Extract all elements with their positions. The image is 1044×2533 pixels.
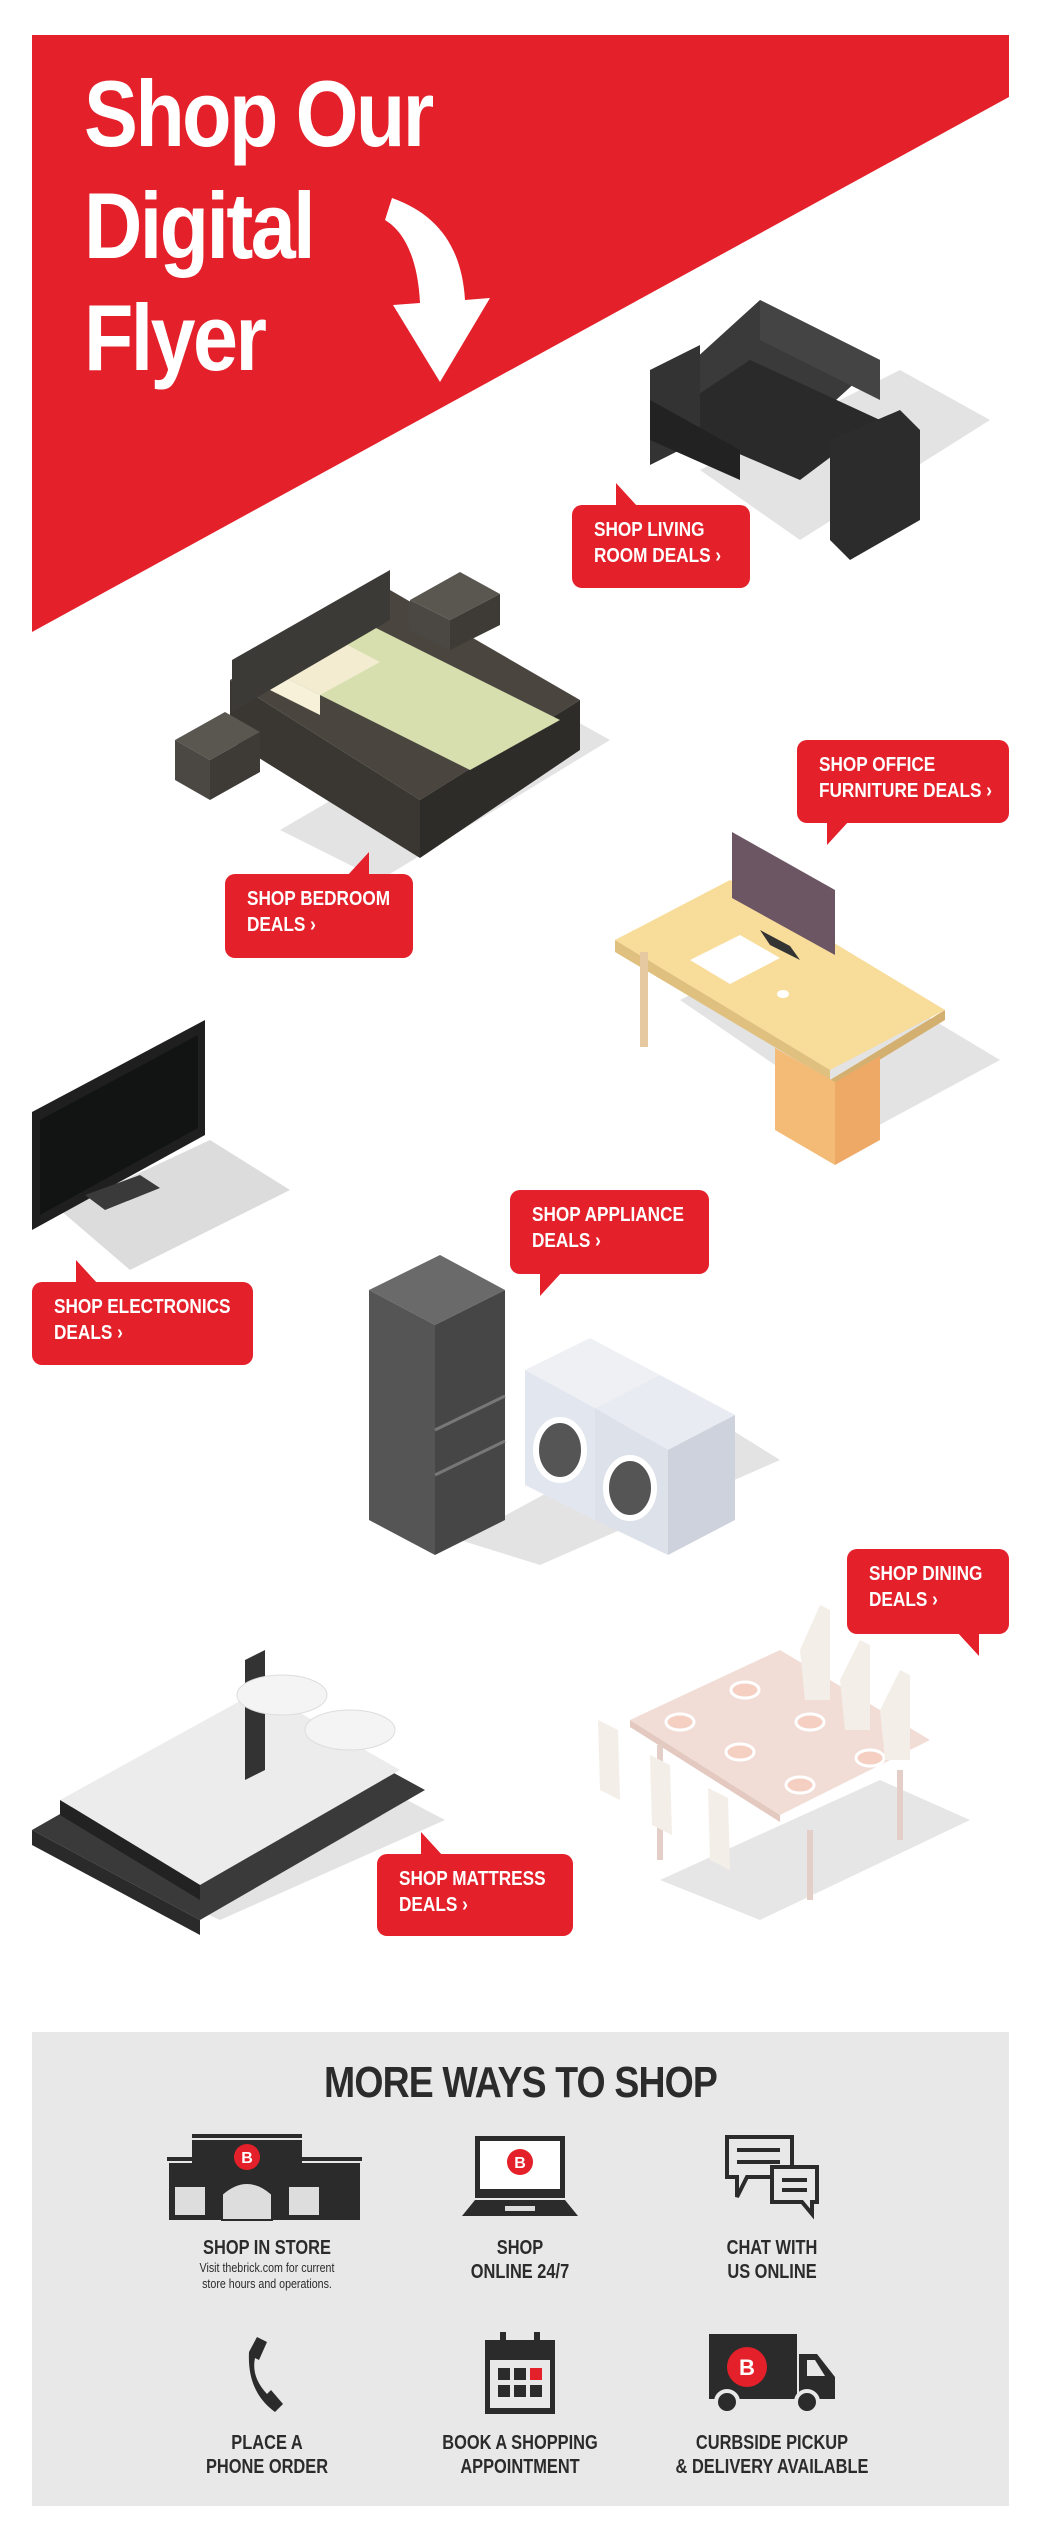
button-label: SHOP MATTRESS	[399, 1868, 546, 1890]
item-label: ONLINE 24/7	[470, 2261, 570, 2283]
dining-set-image[interactable]	[598, 1605, 970, 1920]
section-heading: MORE WAYS TO SHOP	[324, 2058, 718, 2107]
item-label: BOOK A SHOPPING	[442, 2432, 598, 2454]
page-title: Shop Our Digital Flyer	[84, 58, 434, 394]
title-line: Shop Our	[84, 61, 434, 166]
shop-office-furniture-deals-button[interactable]: SHOP OFFICE FURNITURE DEALS ›	[797, 740, 1009, 845]
button-label: SHOP OFFICE	[819, 754, 936, 776]
button-label: DEALS ›	[247, 914, 316, 936]
item-label: APPOINTMENT	[460, 2456, 580, 2478]
tv-image[interactable]	[32, 1020, 290, 1270]
book-appointment-item[interactable]: BOOK A SHOPPING APPOINTMENT	[370, 2332, 670, 2479]
calendar-icon	[485, 2332, 555, 2414]
shop-electronics-deals-button[interactable]: SHOP ELECTRONICS DEALS ›	[32, 1260, 253, 1365]
item-label: CHAT WITH	[726, 2237, 818, 2259]
down-arrow-icon	[385, 198, 490, 382]
more-ways-to-shop-panel: MORE WAYS TO SHOP B SHOP IN STORE Visit …	[32, 2032, 1009, 2506]
button-label: DEALS ›	[869, 1589, 938, 1611]
sofa-image[interactable]	[650, 300, 990, 560]
button-label: FURNITURE DEALS ›	[819, 780, 992, 802]
item-label: SHOP	[496, 2237, 544, 2259]
bubble-tail	[347, 852, 369, 876]
shop-bedroom-deals-button[interactable]: SHOP BEDROOM DEALS ›	[225, 852, 413, 958]
bubble-tail	[421, 1832, 443, 1856]
bubble-tail	[76, 1260, 98, 1284]
bubble-tail	[827, 821, 849, 845]
svg-text:B: B	[241, 2150, 253, 2167]
item-label: PHONE ORDER	[205, 2456, 329, 2478]
item-label: SHOP IN STORE	[203, 2237, 331, 2259]
item-subtext: Visit thebrick.com for current	[199, 2260, 335, 2275]
chat-online-item[interactable]: CHAT WITH US ONLINE	[622, 2132, 922, 2284]
button-label: SHOP BEDROOM	[247, 888, 391, 910]
laptop-icon: B	[462, 2136, 578, 2216]
bed-image[interactable]	[175, 570, 610, 880]
svg-text:B: B	[739, 2355, 755, 2380]
shop-mattress-deals-button[interactable]: SHOP MATTRESS DEALS ›	[377, 1832, 573, 1936]
bubble-tail	[957, 1632, 979, 1656]
button-label: ROOM DEALS ›	[594, 545, 722, 567]
item-subtext: store hours and operations.	[202, 2276, 332, 2291]
shop-in-store-item[interactable]: B SHOP IN STORE Visit thebrick.com for c…	[117, 2132, 417, 2292]
curbside-delivery-item[interactable]: B CURBSIDE PICKUP & DELIVERY AVAILABLE	[622, 2332, 922, 2479]
phone-order-item[interactable]: PLACE A PHONE ORDER	[117, 2332, 417, 2479]
office-desk-image[interactable]	[615, 832, 1000, 1165]
item-label: CURBSIDE PICKUP	[695, 2432, 849, 2454]
button-label: SHOP ELECTRONICS	[54, 1296, 231, 1318]
button-label: SHOP LIVING	[594, 519, 705, 541]
shop-dining-deals-button[interactable]: SHOP DINING DEALS ›	[847, 1549, 1009, 1656]
appliances-image[interactable]	[369, 1255, 780, 1565]
bubble-tail	[616, 483, 638, 507]
item-label: US ONLINE	[727, 2261, 817, 2283]
delivery-truck-icon: B	[709, 2334, 835, 2415]
phone-icon	[248, 2337, 283, 2412]
bubble-tail	[540, 1272, 562, 1296]
mattress-image[interactable]	[32, 1650, 445, 1935]
title-line: Digital	[84, 173, 316, 278]
button-label: DEALS ›	[532, 1230, 601, 1252]
store-icon: B	[167, 2134, 362, 2221]
title-line: Flyer	[84, 285, 267, 390]
shop-online-item[interactable]: B SHOP ONLINE 24/7	[370, 2132, 670, 2284]
item-label: PLACE A	[231, 2432, 303, 2454]
button-label: SHOP APPLIANCE	[532, 1204, 684, 1226]
svg-text:B: B	[514, 2155, 526, 2172]
shop-appliance-deals-button[interactable]: SHOP APPLIANCE DEALS ›	[510, 1190, 709, 1296]
furniture-illustrations	[32, 300, 1000, 1935]
button-label: SHOP DINING	[869, 1563, 983, 1585]
red-banner	[32, 35, 1009, 632]
button-label: DEALS ›	[54, 1322, 123, 1344]
item-label: & DELIVERY AVAILABLE	[675, 2456, 869, 2478]
chat-icon	[725, 2135, 819, 2220]
button-label: DEALS ›	[399, 1894, 468, 1916]
shop-living-room-deals-button[interactable]: SHOP LIVING ROOM DEALS ›	[572, 483, 750, 588]
